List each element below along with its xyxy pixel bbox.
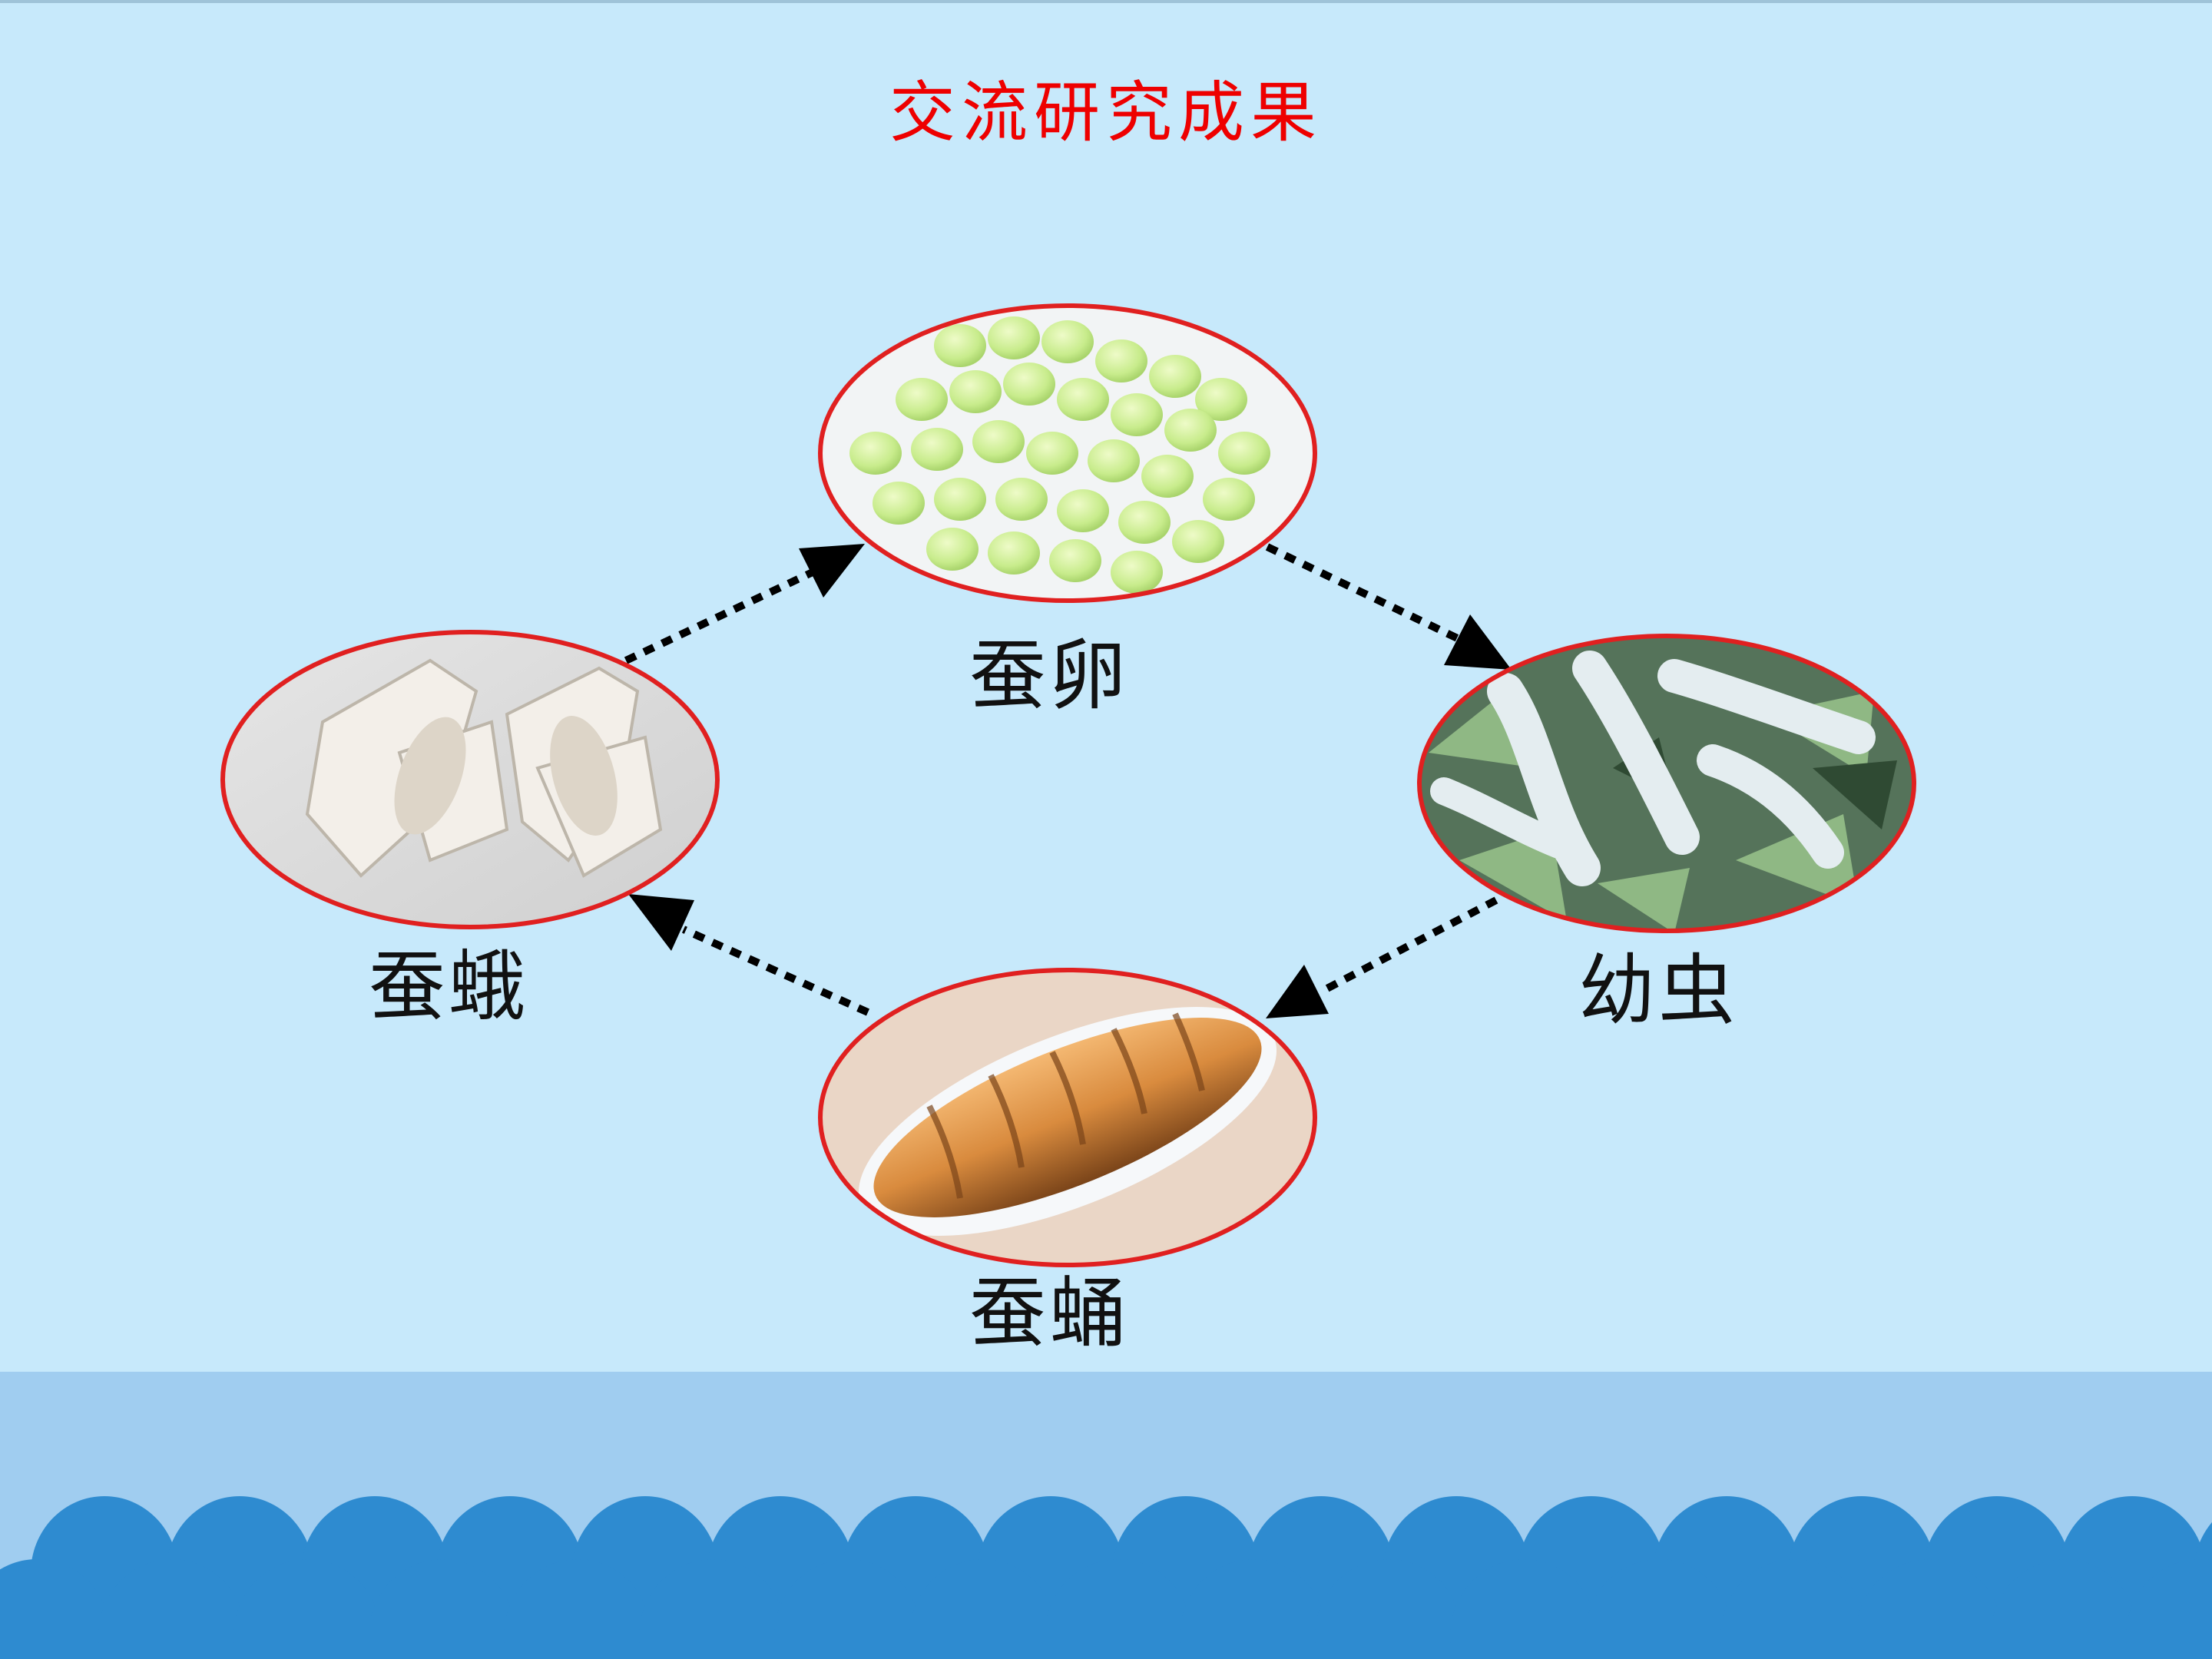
cycle-arrows [624, 543, 1498, 1016]
arrowhead-egg-to-larva [1444, 614, 1512, 670]
wave-scallop [774, 1559, 922, 1659]
wave-scallop [639, 1559, 786, 1659]
wave-scallop [1180, 1559, 1327, 1659]
stage-egg [818, 303, 1317, 603]
wave-scallop [504, 1559, 651, 1659]
arrow-moth-to-egg [624, 568, 815, 664]
label-pupa: 蚕蛹 [969, 1268, 1129, 1358]
stage-pupa [818, 968, 1317, 1267]
stage-moth [220, 630, 720, 929]
top-border-line [0, 0, 2212, 3]
wave-scallop [1856, 1559, 2003, 1659]
decorative-waves [0, 1496, 2212, 1659]
wave-scallop [1585, 1559, 1733, 1659]
wave-scallop [1315, 1559, 1462, 1659]
life-cycle-diagram [220, 303, 1916, 1267]
label-larva: 幼虫 [1578, 945, 1738, 1035]
wave-scallop [1045, 1559, 1192, 1659]
arrow-pupa-to-moth [681, 926, 870, 1016]
stage-larva [1417, 634, 1916, 933]
arrow-larva-to-pupa [1320, 896, 1498, 995]
arrowhead-moth-to-egg [799, 544, 865, 598]
wave-scallop [909, 1559, 1057, 1659]
wave-scallop [369, 1559, 516, 1659]
wave-scallop [233, 1559, 381, 1659]
wave-scallop [1991, 1559, 2138, 1659]
label-moth: 蚕蛾 [369, 942, 528, 1031]
wave-scallop [1450, 1559, 1598, 1659]
arrowhead-pupa-to-moth [628, 894, 694, 951]
slide-title: 交流研究成果 [889, 75, 1323, 151]
wave-scallop [2126, 1559, 2212, 1659]
label-egg: 蚕卵 [969, 631, 1129, 720]
arrow-egg-to-larva [1265, 543, 1471, 647]
arrowhead-larva-to-pupa [1266, 965, 1329, 1018]
wave-scallop [1720, 1559, 1868, 1659]
wave-scallop [98, 1559, 246, 1659]
wave-scallop [0, 1559, 111, 1659]
